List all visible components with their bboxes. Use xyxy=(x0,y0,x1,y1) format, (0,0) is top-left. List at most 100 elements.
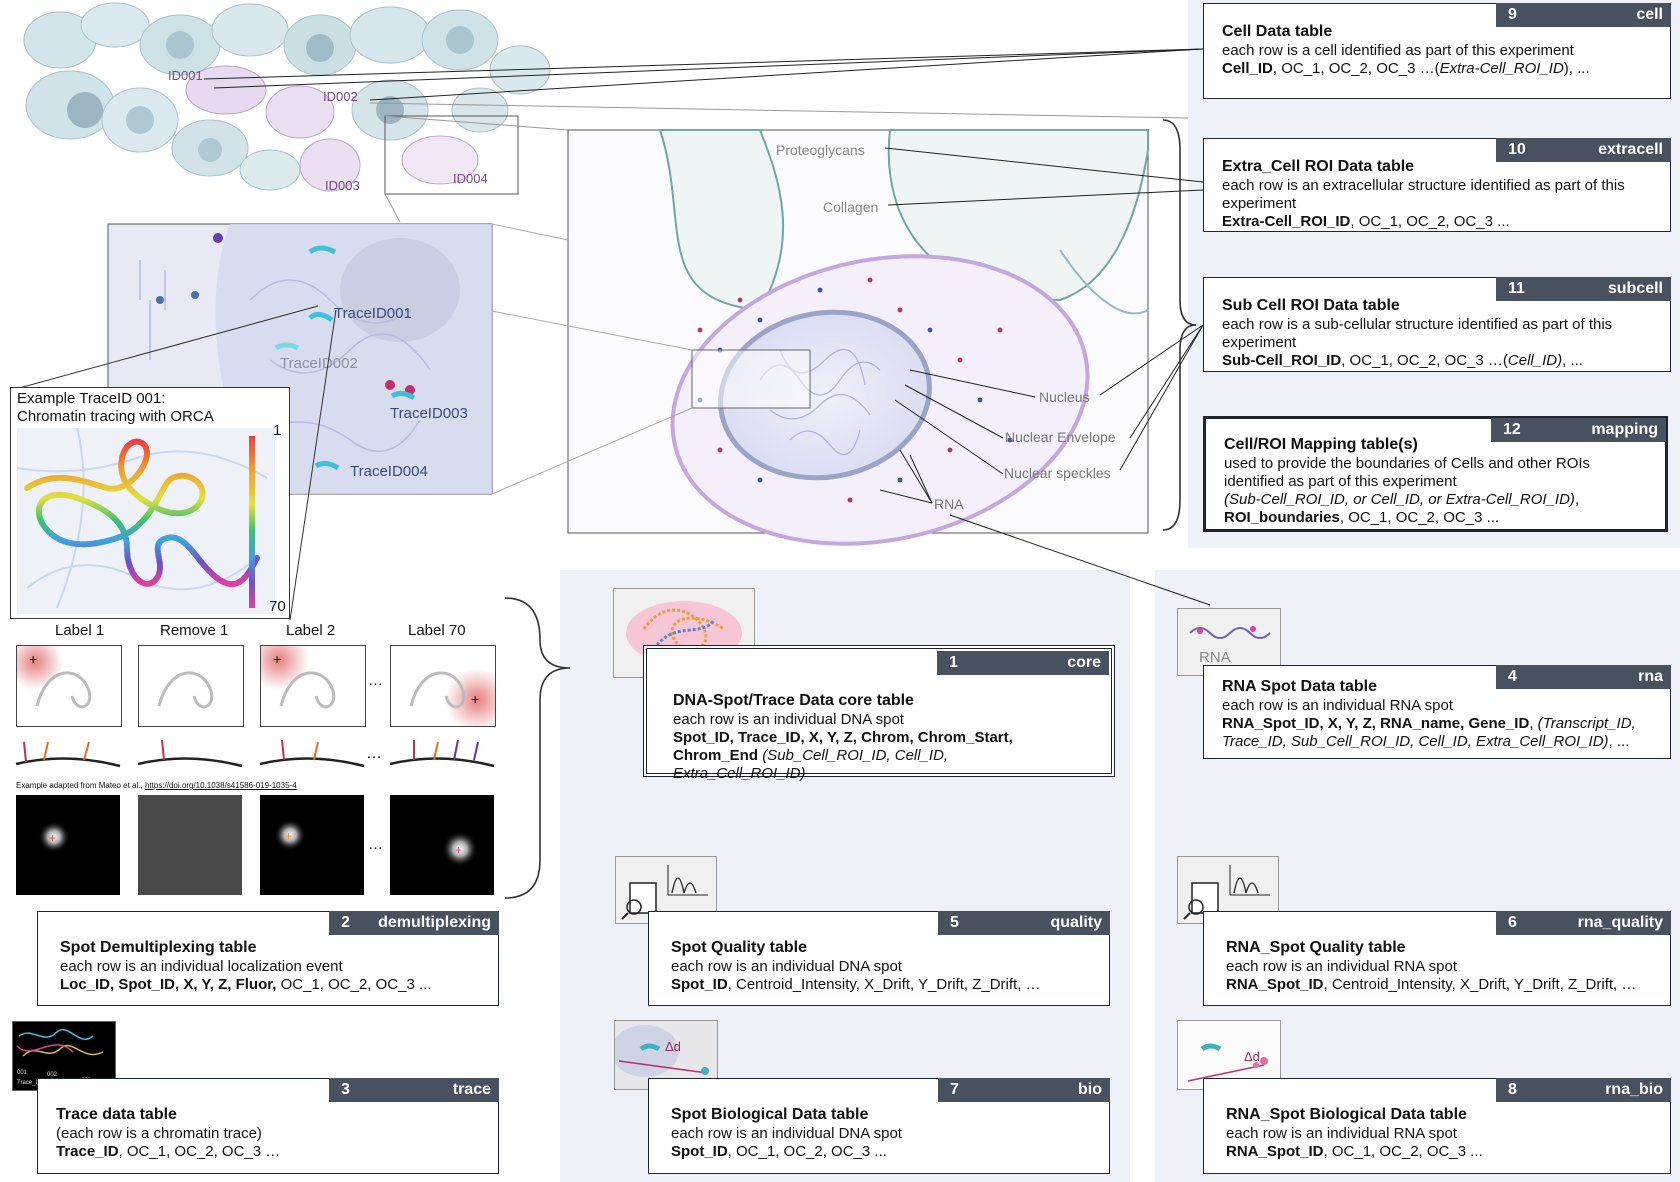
table-core-cols: Spot_ID, Trace_ID, X, Y, Z, Chrom, Chrom… xyxy=(673,729,1013,782)
citation: Example adapted from Mateo et al., https… xyxy=(16,781,297,790)
rna-icon-card: RNA xyxy=(1177,608,1281,676)
citation-link[interactable]: https://doi.org/10.1038/s41586-019-1035-… xyxy=(144,781,297,790)
svg-text:…: … xyxy=(366,745,382,762)
example-title-line1: Example TraceID 001: xyxy=(17,390,166,407)
svg-text:+: + xyxy=(455,843,462,857)
trace-id-003: TraceID003 xyxy=(390,405,468,422)
label-nucleus: Nucleus xyxy=(1039,389,1090,405)
probe-diagram-row: … xyxy=(15,739,495,768)
chromatin-trace-plot xyxy=(17,428,275,614)
thumb-label-1: + xyxy=(7,634,122,727)
thumb-remove-1 xyxy=(138,645,244,727)
table-rna-bio-desc: each row is an individual RNA spot xyxy=(1226,1125,1457,1142)
micrograph-3: + xyxy=(260,795,364,895)
table-bio-cols: Spot_ID, OC_1, OC_2, OC_3 ... xyxy=(671,1143,887,1160)
table-rna-bio-title: RNA_Spot Biological Data table xyxy=(1226,1106,1467,1123)
rna-bio-delta-d: Δd xyxy=(1244,1049,1260,1064)
trace-id-004: TraceID004 xyxy=(350,463,428,480)
thumb-label-trace-id: Trace_ID xyxy=(17,1080,42,1086)
table-extracell-title: Extra_Cell ROI Data table xyxy=(1222,158,1415,175)
micrograph-1: + xyxy=(16,795,120,895)
example-trace-panel: Example TraceID 001: Chromatin tracing w… xyxy=(10,387,290,619)
label-1: Label 1 xyxy=(55,622,105,639)
table-bio-desc: each row is an individual DNA spot xyxy=(671,1125,902,1142)
svg-text:+: + xyxy=(285,829,292,843)
citation-prefix: Example adapted from Mateo et al., xyxy=(16,781,143,790)
micrograph-2 xyxy=(138,795,242,895)
ellipsis-2: … xyxy=(368,836,383,853)
cell-id-001: ID001 xyxy=(168,68,203,83)
cell-id-004: ID004 xyxy=(453,171,488,186)
example-title-line2: Chromatin tracing with ORCA xyxy=(17,408,214,425)
label-proteoglycans: Proteoglycans xyxy=(776,142,865,158)
thumb-label-002: 002 xyxy=(47,1072,58,1078)
micrograph-4: + xyxy=(390,795,494,895)
thumb-label-001: 001 xyxy=(17,1070,28,1076)
cell-cluster xyxy=(23,2,551,192)
table-rna-quality-desc: each row is an individual RNA spot xyxy=(1226,958,1457,975)
table-rna-desc: each row is an individual RNA spot xyxy=(1222,697,1453,714)
label-remove-1: Remove 1 xyxy=(160,622,229,639)
label-collagen: Collagen xyxy=(823,199,878,215)
table-mapping-title: Cell/ROI Mapping table(s) xyxy=(1224,436,1418,453)
table-mapping-cols-2: ROI_boundaries, OC_1, OC_2, OC_3 ... xyxy=(1224,509,1500,526)
table-subcell-cols: Sub-Cell_ROI_ID, OC_1, OC_2, OC_3 …(Cell… xyxy=(1222,352,1583,369)
table-cell-desc: each row is a cell identified as part of… xyxy=(1222,42,1574,59)
table-subcell-title: Sub Cell ROI Data table xyxy=(1222,297,1400,314)
label-nuclear-speckles: Nuclear speckles xyxy=(1004,465,1111,481)
table-trace-title: Trace data table xyxy=(56,1106,177,1123)
ellipsis-1: … xyxy=(368,672,383,689)
thumb-label-2: + xyxy=(249,630,366,727)
table-trace-cols: Trace_ID, OC_1, OC_2, OC_3 … xyxy=(56,1143,281,1160)
scale-bottom: 70 xyxy=(269,598,286,615)
scale-top: 1 xyxy=(273,422,282,439)
svg-text:+: + xyxy=(49,831,56,845)
trace-id-002: TraceID002 xyxy=(280,355,358,372)
table-core-desc: each row is an individual DNA spot xyxy=(673,711,904,728)
rna-icon-label: RNA xyxy=(1199,649,1231,666)
trace-id-001: TraceID001 xyxy=(334,305,412,322)
label-rna: RNA xyxy=(934,496,964,512)
table-rna-title: RNA Spot Data table xyxy=(1222,678,1377,695)
table-demultiplexing-title: Spot Demultiplexing table xyxy=(60,939,257,956)
table-extracell-cols: Extra-Cell_ROI_ID, OC_1, OC_2, OC_3 ... xyxy=(1222,213,1510,230)
table-rna-bio-cols: RNA_Spot_ID, OC_1, OC_2, OC_3 ... xyxy=(1226,1143,1483,1160)
table-bio-title: Spot Biological Data table xyxy=(671,1106,869,1123)
table-cell-title: Cell Data table xyxy=(1222,23,1333,40)
table-mapping-desc: used to provide the boundaries of Cells … xyxy=(1224,455,1591,490)
label-70: Label 70 xyxy=(408,622,466,639)
thumb-label-70: + xyxy=(390,645,509,732)
svg-text:+: + xyxy=(471,691,479,707)
label-nuclear-envelope: Nuclear Envelope xyxy=(1005,429,1116,445)
table-demultiplexing-cols: Loc_ID, Spot_ID, X, Y, Z, Fluor, OC_1, O… xyxy=(60,976,432,993)
svg-text:+: + xyxy=(29,651,37,667)
table-mapping-cols: (Sub-Cell_ROI_ID, or Cell_ID, or Extra-C… xyxy=(1224,491,1580,508)
label-2: Label 2 xyxy=(286,622,336,639)
table-cell-cols: Cell_ID, OC_1, OC_2, OC_3 …(Extra-Cell_R… xyxy=(1222,60,1590,77)
table-subcell-desc: each row is a sub-cellular structure ide… xyxy=(1222,316,1613,351)
table-extracell-desc: each row is an extracellular structure i… xyxy=(1222,177,1625,212)
svg-text:+: + xyxy=(273,651,281,667)
